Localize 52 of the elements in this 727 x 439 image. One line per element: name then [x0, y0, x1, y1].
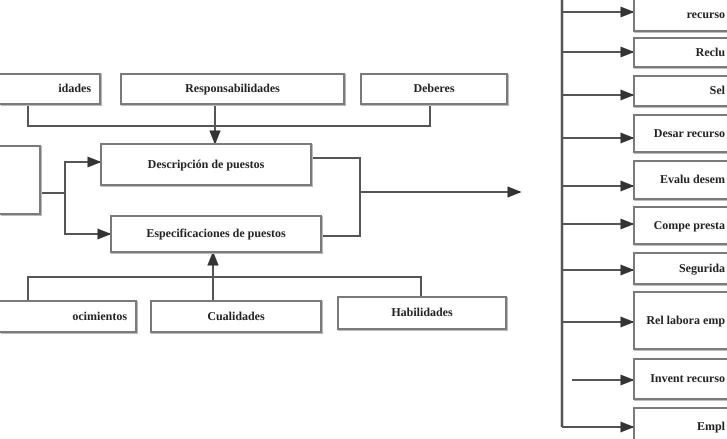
box-label: Habilidades: [391, 306, 453, 320]
box-label: Invent recurso: [650, 372, 725, 386]
arrow: [562, 264, 634, 276]
arrow: [572, 374, 634, 386]
arrow: [562, 316, 634, 328]
process-box: [337, 296, 507, 330]
arrow: [207, 252, 422, 296]
box-label: Responsabilidades: [185, 82, 280, 96]
box-label: Desar recurso: [654, 126, 725, 140]
arrow: [562, 218, 634, 230]
box-label: Descripción de puestos: [148, 158, 264, 172]
process-box: [633, 358, 727, 400]
connector-trunk: [560, 0, 564, 427]
box-label: Rel labora emp: [646, 314, 725, 328]
box-label: Cualidades: [207, 310, 265, 324]
box-label: Empl: [696, 420, 725, 434]
process-box: [633, 252, 727, 285]
process-box: [633, 0, 727, 32]
box-label: ocimientos: [72, 310, 127, 324]
box-label: Segurida: [678, 262, 725, 276]
box-label: Reclu: [696, 46, 725, 60]
process-box: [633, 407, 727, 439]
process-box: [633, 75, 727, 107]
arrow: [562, 180, 634, 192]
process-box: [633, 291, 727, 350]
process-box: [120, 73, 345, 105]
box-label: Evalu desem: [660, 173, 725, 187]
box-label: Deberes: [413, 82, 455, 96]
process-box: [633, 160, 727, 200]
process-box: [633, 114, 727, 153]
process-box: [110, 215, 322, 253]
arrow: [562, 132, 634, 144]
arrow: [322, 186, 522, 237]
arrow: [562, 421, 634, 433]
process-box: [0, 300, 137, 333]
process-box: [633, 37, 727, 68]
box-label: recurso: [686, 8, 725, 22]
box-label: Sel: [710, 84, 725, 98]
process-box: [360, 73, 508, 105]
process-box: [100, 143, 312, 186]
arrow: [41, 192, 112, 240]
arrow: [209, 105, 431, 144]
empty-box: [0, 145, 41, 215]
box-label: idades: [58, 82, 91, 96]
box-label: Especificaciones de puestos: [146, 227, 286, 241]
box-label: Compe presta: [654, 218, 725, 232]
arrow: [562, 46, 634, 58]
process-box: [150, 300, 322, 333]
process-box: [633, 206, 727, 245]
process-box: [0, 73, 101, 105]
arrow: [562, 89, 634, 101]
arrow: [562, 6, 634, 18]
